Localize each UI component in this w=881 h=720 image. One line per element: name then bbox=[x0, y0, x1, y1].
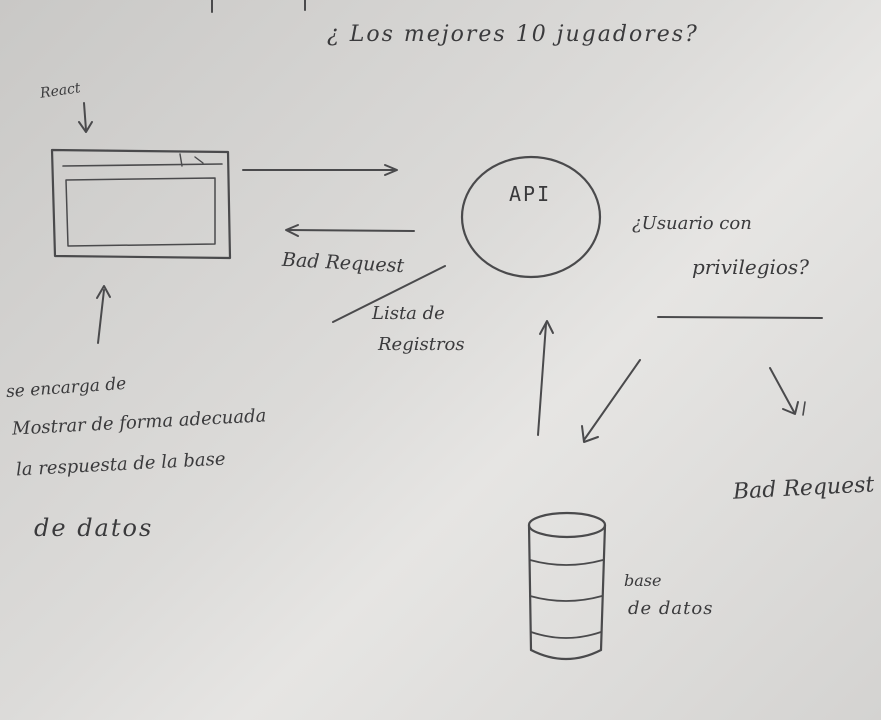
to-db-arrow bbox=[583, 359, 641, 441]
db-to-api-arrow bbox=[537, 323, 547, 436]
to-db-arrow-head bbox=[581, 425, 599, 443]
request-arrow-head bbox=[384, 164, 398, 176]
response-arrow bbox=[287, 229, 415, 232]
react-arrow-head bbox=[78, 121, 93, 133]
api-label: API bbox=[509, 182, 552, 206]
react-arrow bbox=[83, 102, 87, 131]
to-bad-request-arrow bbox=[769, 367, 795, 413]
database-cylinder bbox=[527, 511, 607, 660]
bad-request-strike bbox=[332, 265, 446, 323]
browser-up-arrow bbox=[97, 289, 105, 344]
to-bad-request-arrow-head bbox=[782, 401, 799, 415]
browser-window-sketch bbox=[50, 148, 232, 260]
lista-registros-line2: Registros bbox=[378, 334, 465, 355]
api-circle bbox=[460, 155, 602, 279]
user-question-underline bbox=[657, 316, 823, 319]
user-question-line2: privilegios? bbox=[692, 255, 809, 279]
lista-registros-line1: Lista de bbox=[372, 303, 445, 324]
browser-up-arrow-head bbox=[96, 285, 111, 299]
user-question-line1: ¿Usuario con bbox=[632, 213, 752, 234]
response-arrow-head bbox=[285, 224, 299, 237]
question-top: ¿ Los mejores 10 jugadores? bbox=[327, 22, 699, 47]
db-to-api-arrow-head bbox=[539, 320, 554, 335]
note-line4: de datos bbox=[34, 514, 154, 542]
base-datos-line1: base bbox=[624, 571, 662, 590]
base-datos-line2: de datos bbox=[628, 598, 714, 619]
